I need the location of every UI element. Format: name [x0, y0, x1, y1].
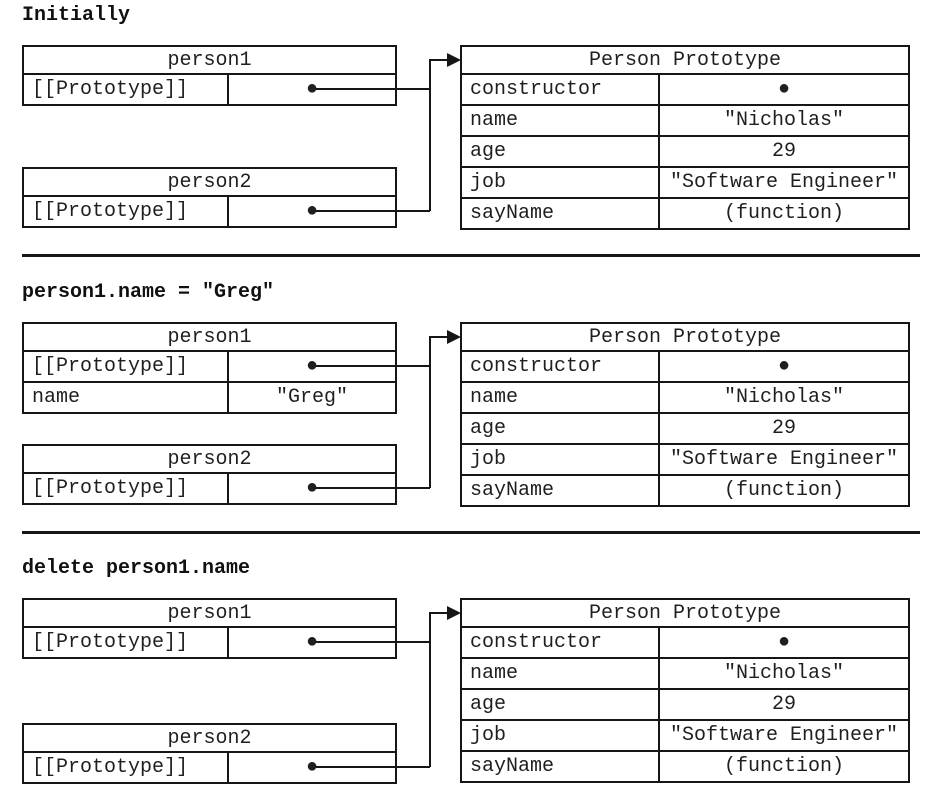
property-value: (function): [658, 752, 908, 781]
pointer-dot-icon: ●: [658, 352, 908, 381]
pointer-dot-icon: ●: [658, 628, 908, 657]
property-row: [[Prototype]] ●: [24, 753, 395, 782]
property-key: job: [470, 171, 507, 194]
property-key: job: [470, 724, 507, 747]
property-row: [[Prototype]] ●: [24, 352, 395, 381]
property-key: name: [32, 386, 81, 409]
property-key: name: [470, 662, 519, 685]
object-box-person2: person2 [[Prototype]] ●: [22, 167, 397, 228]
property-row: sayName (function): [462, 197, 908, 228]
property-row: age 29: [462, 688, 908, 719]
property-row: job "Software Engineer": [462, 719, 908, 750]
property-row: [[Prototype]] ●: [24, 628, 395, 657]
property-value: "Nicholas": [658, 659, 908, 688]
property-row: constructor ●: [462, 352, 908, 381]
property-row: [[Prototype]] ●: [24, 197, 395, 226]
property-row: constructor ●: [462, 75, 908, 104]
property-value: 29: [658, 690, 908, 719]
property-row: age 29: [462, 412, 908, 443]
object-box-person2: person2 [[Prototype]] ●: [22, 723, 397, 784]
property-value: "Software Engineer": [658, 168, 908, 197]
property-key: age: [470, 693, 507, 716]
property-row: age 29: [462, 135, 908, 166]
pointer-dot-icon: ●: [227, 352, 395, 381]
property-key: job: [470, 448, 507, 471]
property-row: constructor ●: [462, 628, 908, 657]
property-key: age: [470, 417, 507, 440]
panel-divider: [22, 531, 920, 534]
property-value: 29: [658, 137, 908, 166]
property-value: "Nicholas": [658, 106, 908, 135]
property-key: constructor: [470, 78, 603, 101]
prototype-table: Person Prototype constructor ● name "Nic…: [460, 598, 910, 783]
property-row: name "Nicholas": [462, 657, 908, 688]
property-key: [[Prototype]]: [32, 477, 189, 500]
prototype-table: Person Prototype constructor ● name "Nic…: [460, 322, 910, 507]
pointer-dot-icon: ●: [658, 75, 908, 104]
property-key: [[Prototype]]: [32, 200, 189, 223]
object-box-person1: person1 [[Prototype]] ●: [22, 45, 397, 106]
pointer-dot-icon: ●: [227, 474, 395, 503]
prototype-table-header: Person Prototype: [462, 47, 908, 75]
property-key: name: [470, 386, 519, 409]
property-key: [[Prototype]]: [32, 355, 189, 378]
property-value: (function): [658, 199, 908, 228]
property-key: sayName: [470, 479, 555, 502]
property-row: job "Software Engineer": [462, 166, 908, 197]
property-key: sayName: [470, 202, 555, 225]
property-row: sayName (function): [462, 750, 908, 781]
object-name-header: person2: [24, 169, 395, 197]
object-box-person1: person1 [[Prototype]] ●: [22, 598, 397, 659]
panel-title: person1.name = "Greg": [22, 281, 275, 304]
object-name-header: person2: [24, 725, 395, 753]
property-value: 29: [658, 414, 908, 443]
property-value: "Software Engineer": [658, 445, 908, 474]
pointer-dot-icon: ●: [227, 75, 395, 104]
object-box-person2: person2 [[Prototype]] ●: [22, 444, 397, 505]
panel-title: delete person1.name: [22, 557, 251, 580]
property-key: [[Prototype]]: [32, 78, 189, 101]
property-key: [[Prototype]]: [32, 631, 189, 654]
property-key: sayName: [470, 755, 555, 778]
arrowhead-icon: [447, 53, 461, 67]
property-key: constructor: [470, 355, 603, 378]
property-value: (function): [658, 476, 908, 505]
arrowhead-icon: [447, 330, 461, 344]
property-value: "Greg": [227, 383, 395, 412]
property-row: sayName (function): [462, 474, 908, 505]
pointer-dot-icon: ●: [227, 197, 395, 226]
panel-divider: [22, 254, 920, 257]
prototype-table-header: Person Prototype: [462, 600, 908, 628]
prototype-table-header: Person Prototype: [462, 324, 908, 352]
property-value: "Nicholas": [658, 383, 908, 412]
property-row: [[Prototype]] ●: [24, 75, 395, 104]
panel-title: Initially: [22, 4, 131, 27]
object-box-person1: person1 [[Prototype]] ● name "Greg": [22, 322, 397, 414]
property-key: name: [470, 109, 519, 132]
property-row: job "Software Engineer": [462, 443, 908, 474]
object-name-header: person1: [24, 47, 395, 75]
prototype-table: Person Prototype constructor ● name "Nic…: [460, 45, 910, 230]
property-value: "Software Engineer": [658, 721, 908, 750]
pointer-dot-icon: ●: [227, 628, 395, 657]
object-name-header: person2: [24, 446, 395, 474]
property-row: [[Prototype]] ●: [24, 474, 395, 503]
property-key: [[Prototype]]: [32, 756, 189, 779]
property-row: name "Nicholas": [462, 104, 908, 135]
property-row: name "Nicholas": [462, 381, 908, 412]
object-name-header: person1: [24, 324, 395, 352]
property-key: constructor: [470, 631, 603, 654]
object-name-header: person1: [24, 600, 395, 628]
property-row: name "Greg": [24, 381, 395, 412]
property-key: age: [470, 140, 507, 163]
arrowhead-icon: [447, 606, 461, 620]
pointer-dot-icon: ●: [227, 753, 395, 782]
